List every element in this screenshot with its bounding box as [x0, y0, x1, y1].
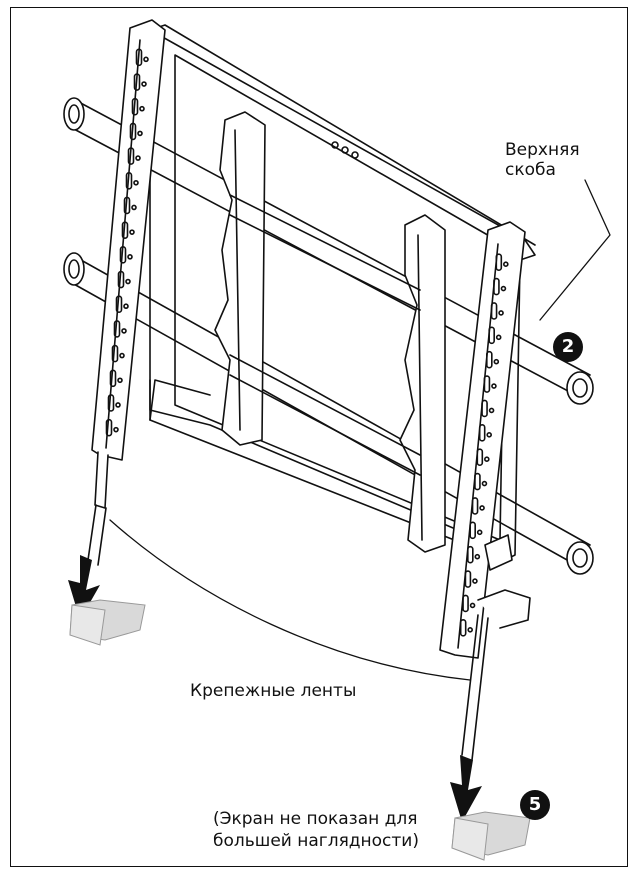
bracket-slot	[464, 570, 472, 588]
bracket-hole	[488, 407, 495, 414]
bracket-slot	[105, 418, 113, 437]
bracket-slot	[474, 472, 481, 491]
bracket-hole	[113, 426, 119, 433]
floor-block-left	[69, 599, 146, 646]
bracket-hole	[143, 56, 149, 63]
bracket-hole	[472, 578, 478, 584]
bracket-slot	[115, 295, 123, 314]
note-line-2: большей наглядности)	[213, 831, 419, 851]
bracket-slot	[459, 619, 467, 637]
bracket-slot	[493, 277, 500, 296]
bracket-slot	[113, 320, 121, 338]
bracket-hole	[498, 310, 504, 316]
bracket-slot	[486, 350, 493, 369]
floor-block-right	[451, 811, 531, 861]
step-badge-5: 5	[520, 790, 550, 820]
bracket-hole	[127, 254, 133, 260]
note-line-1: (Экран не показан для	[213, 809, 418, 829]
bracket-hole	[119, 352, 125, 359]
bracket-hole	[474, 553, 481, 560]
mounting-straps-label: Крепежные ленты	[190, 681, 357, 701]
leader-lines	[109, 179, 611, 681]
bracket-hole	[495, 334, 502, 341]
upper-bracket-label: Верхняя скоба	[505, 140, 587, 180]
upper-bracket-text: Верхняя скоба	[505, 140, 580, 180]
bracket-hole	[491, 383, 497, 389]
bracket-hole	[117, 377, 123, 384]
bracket-hole	[139, 105, 145, 112]
bracket-hole	[503, 261, 509, 267]
bracket-slot	[117, 270, 125, 289]
bracket-hole	[486, 432, 492, 438]
bracket-hole	[481, 480, 488, 487]
bracket-slot	[490, 302, 498, 320]
left-bracket	[91, 19, 166, 509]
bracket-hole	[479, 505, 485, 511]
bracket-hole	[137, 130, 143, 137]
bracket-slot	[121, 221, 129, 239]
bracket-hole	[115, 402, 121, 408]
bracket-slot	[462, 594, 469, 613]
bracket-hole	[467, 627, 473, 633]
bracket-slot	[133, 73, 141, 91]
bracket-hole	[131, 204, 137, 211]
bracket-hole	[500, 285, 507, 292]
bracket-hole	[121, 328, 127, 334]
bracket-slot	[129, 122, 137, 141]
bracket-hole	[133, 179, 139, 186]
bracket-slot	[481, 399, 488, 418]
bracket-hole	[135, 155, 141, 161]
bracket-slot	[111, 344, 119, 363]
bracket-slot	[478, 424, 486, 442]
bracket-slot	[127, 147, 135, 165]
bracket-slot	[119, 246, 127, 264]
bracket-slot	[131, 97, 139, 116]
bracket-slot	[483, 375, 491, 393]
bracket-slot	[135, 48, 143, 67]
bracket-hole	[476, 529, 483, 536]
straps	[87, 504, 489, 761]
bracket-slot	[495, 253, 503, 271]
bracket-slot	[488, 326, 495, 345]
bracket-hole	[125, 278, 131, 285]
arrow-down-right-icon	[450, 755, 482, 822]
bracket-slot	[471, 497, 479, 515]
arrow-down-left-icon	[68, 555, 100, 620]
right-bracket	[439, 221, 531, 659]
figure-frame	[10, 7, 628, 867]
bracket-slot	[125, 171, 133, 190]
bracket-slot	[107, 394, 115, 412]
bracket-slot	[467, 545, 474, 564]
bracket-hole	[484, 456, 490, 462]
step-badge-2: 2	[553, 332, 583, 362]
center-arms	[214, 111, 446, 553]
bracket-hole	[129, 229, 135, 235]
bracket-slot	[476, 448, 484, 466]
bracket-slot	[109, 369, 117, 388]
bracket-hole	[469, 602, 476, 609]
bracket-hole	[123, 303, 129, 310]
bracket-slot	[123, 196, 131, 215]
bracket-hole	[141, 81, 147, 87]
bracket-hole	[493, 358, 500, 365]
bracket-slot	[469, 521, 476, 540]
